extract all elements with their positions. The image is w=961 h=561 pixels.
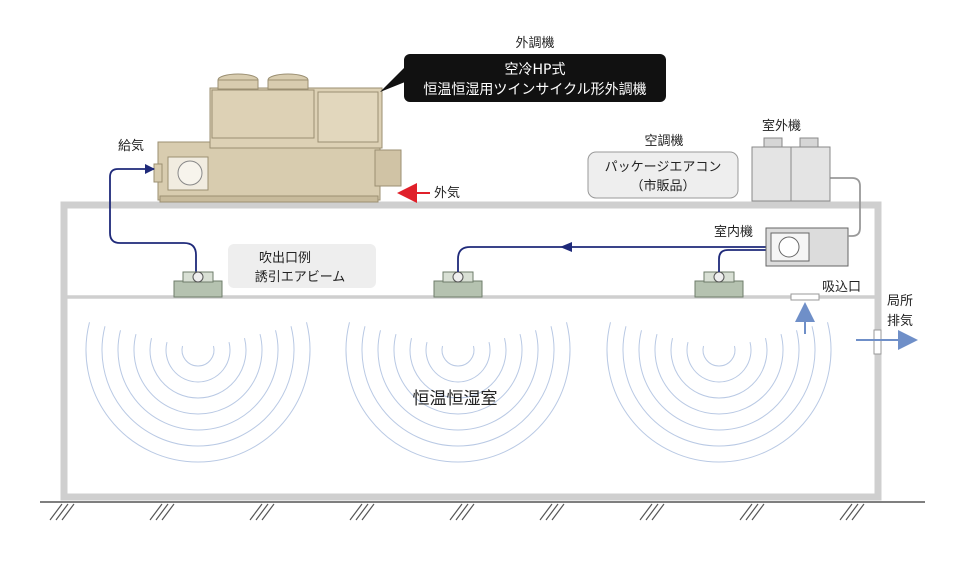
air-diffusion-ripples	[85, 322, 832, 463]
package-ac-title: 空調機	[644, 134, 683, 149]
ripple-arc	[133, 334, 263, 415]
ripple-arc	[101, 326, 295, 447]
room-label: 恒温恒湿室	[413, 389, 498, 409]
ripple-arc	[638, 330, 800, 431]
outlet-diffuser-1	[173, 271, 223, 298]
outdoor-unit-callout-line2: 恒温恒湿用ツインサイクル形外調機	[423, 82, 646, 98]
ground-hatch-mark	[461, 503, 475, 521]
outdoor-unit-callout-line1: 空冷HP式	[505, 62, 566, 78]
outdoor-unit-callout: 空冷HP式 恒温恒湿用ツインサイクル形外調機	[380, 54, 666, 102]
supply-air-arrowhead	[145, 164, 155, 174]
ripple-arc	[702, 345, 736, 367]
ground-hatch-mark	[361, 503, 375, 521]
indoor-supply-duct	[457, 246, 766, 272]
ground-hatch-mark	[61, 503, 75, 521]
condenser-unit	[751, 137, 831, 202]
ground-hatch-mark	[745, 503, 759, 521]
ground-hatch-mark	[449, 503, 463, 521]
ground-hatch-mark	[255, 503, 269, 521]
outlet-example-line1: 吹出口例	[259, 251, 311, 266]
local-exhaust-line2: 排気	[887, 313, 913, 329]
ripple-arc	[345, 322, 571, 463]
outdoor-air-handling-unit	[153, 73, 402, 203]
intake-grille	[790, 293, 820, 301]
ground-hatch-mark	[349, 503, 363, 521]
ground-hatch-mark	[455, 503, 469, 521]
indoor-supply-arrowhead	[560, 242, 572, 252]
package-ac-line1: パッケージエアコン	[605, 160, 722, 175]
ripple-arc	[165, 341, 231, 383]
ripple-arc	[149, 338, 247, 399]
ground-hatch-mark	[551, 503, 565, 521]
ground-hatch-mark	[839, 503, 853, 521]
outside-air-label: 外気	[434, 185, 460, 201]
ground-hatch-mark	[249, 503, 263, 521]
ripple-arc	[670, 338, 768, 399]
ripple-arc	[441, 345, 475, 367]
ground	[40, 501, 925, 521]
ground-hatch-mark	[539, 503, 553, 521]
ripple-arc	[361, 326, 555, 447]
supply-duct-outdoor	[109, 168, 197, 272]
ground-hatch-mark	[155, 503, 169, 521]
indoor-unit-label: 室内機	[714, 224, 753, 240]
ripple-arc	[393, 334, 523, 415]
ground-hatch-mark	[739, 503, 753, 521]
ripple-arc	[622, 326, 816, 447]
ground-hatch-mark	[149, 503, 163, 521]
package-ac-box: パッケージエアコン （市販品）	[587, 151, 739, 199]
ground-hatch-mark	[751, 503, 765, 521]
ground-hatch-mark	[49, 503, 63, 521]
indoor-to-diffuser-duct	[718, 249, 766, 272]
local-exhaust-line1: 局所	[887, 294, 913, 309]
outlet-diffuser-2	[433, 271, 483, 298]
ripple-arc	[425, 341, 491, 383]
outlet-diffuser-3	[694, 271, 744, 298]
ground-hatch-mark	[851, 503, 865, 521]
ground-hatch-mark	[355, 503, 369, 521]
room-walls	[60, 201, 882, 501]
ripple-arc	[181, 345, 215, 367]
ground-hatch-mark	[651, 503, 665, 521]
condenser-label: 室外機	[762, 118, 801, 134]
refrigerant-pipe	[830, 177, 861, 237]
ground-hatch-mark	[161, 503, 175, 521]
supply-air-label: 給気	[118, 138, 144, 154]
intake-label: 吸込口	[822, 280, 861, 295]
ripple-arc	[85, 322, 311, 463]
ground-hatch-mark	[845, 503, 859, 521]
outdoor-unit-title: 外調機	[515, 36, 554, 51]
ripple-arc	[117, 330, 279, 431]
indoor-unit	[765, 227, 849, 267]
ground-hatch-mark	[639, 503, 653, 521]
ripple-arc	[654, 334, 784, 415]
local-exhaust-opening	[873, 329, 882, 355]
package-ac-line2: （市販品）	[630, 178, 695, 194]
ground-hatch-mark	[55, 503, 69, 521]
ripple-arc	[686, 341, 752, 383]
outlet-example-line2: 誘引エアビーム	[255, 270, 346, 285]
ground-hatch-mark	[645, 503, 659, 521]
ripple-arc	[606, 322, 832, 463]
ground-hatch-mark	[261, 503, 275, 521]
ground-hatch-mark	[545, 503, 559, 521]
ripple-arc	[409, 338, 507, 399]
ripple-arc	[377, 330, 539, 431]
outlet-example-box: 吹出口例 誘引エアビーム	[228, 244, 376, 288]
